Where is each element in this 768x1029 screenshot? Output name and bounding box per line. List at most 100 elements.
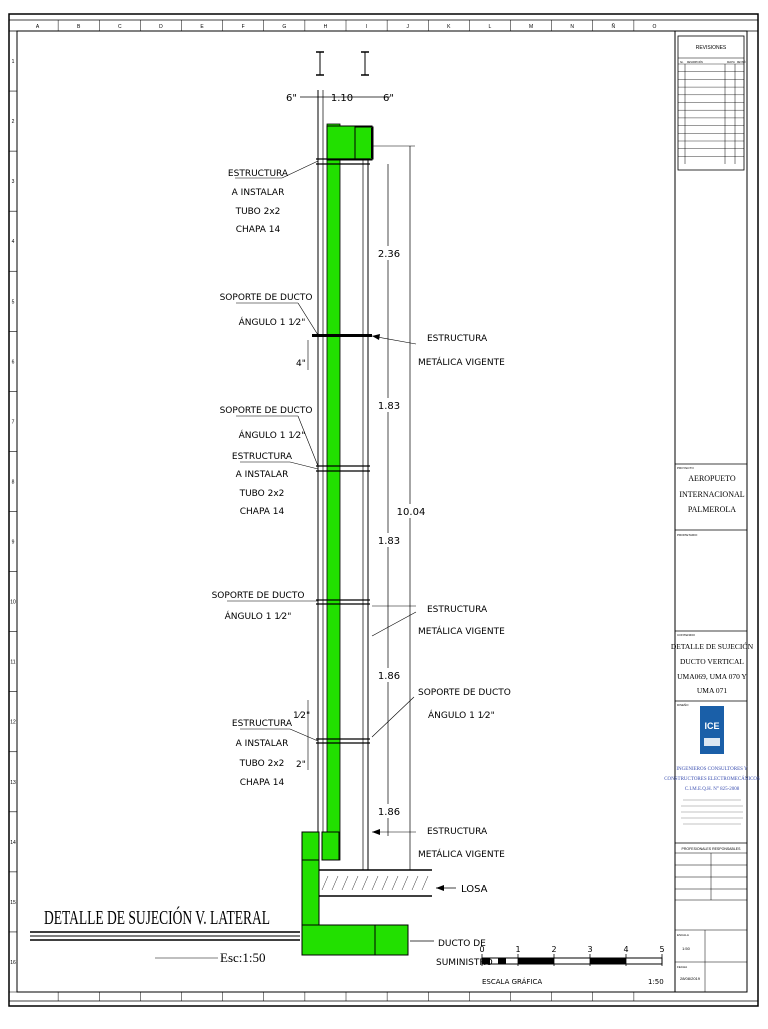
grid-row-10: 10 (10, 600, 16, 606)
duct-supports (312, 158, 372, 744)
dim-2-36: 2.36 (378, 249, 400, 260)
grid-row-13: 13 (10, 780, 16, 786)
grid-column-N: N (570, 24, 574, 30)
grid-row-11: 11 (10, 660, 15, 666)
company-logo: ICE (700, 706, 724, 754)
dim-2-inch: 2" (296, 760, 306, 770)
scale-ratio: 1:50 (648, 978, 664, 986)
left-callouts: ESTRUCTURA A INSTALAR TUBO 2x2 CHAPA 14 … (212, 160, 319, 788)
grid-column-I: I (366, 24, 367, 30)
firm-line-3: C.I.M.E.Q.H. N° 825-2008 (685, 787, 740, 792)
revisions-title: REVISIONES (696, 45, 727, 51)
rev-header-checked: REVISÓ (737, 61, 746, 64)
callout-2-line-1: SOPORTE DE DUCTO (220, 293, 313, 303)
contenido-line-1: DETALLE DE SUJECIÓN (671, 641, 754, 651)
callout-4-line-4: CHAPA 14 (240, 507, 285, 517)
callout-r4-line-2: METÁLICA VIGENTE (418, 848, 505, 860)
contenido-line-3: UMA069, UMA 070 Y (677, 672, 747, 681)
grid-row-14: 14 (10, 840, 16, 846)
diseno-label: DISEÑO (677, 702, 689, 707)
grid-row-15: 15 (10, 900, 16, 906)
callout-6-line-3: TUBO 2x2 (239, 759, 285, 769)
grid-row-8: 8 (12, 479, 15, 485)
proyecto-line-3: PALMEROLA (688, 505, 736, 514)
structural-columns (317, 90, 369, 870)
duct-detail: 6" 1.10 6" 2.36 1.83 1.83 1.86 1.86 10.0… (30, 51, 665, 986)
callout-r3-line-2: ÁNGULO 1 1⁄2" (428, 709, 495, 721)
callout-5-line-2: ÁNGULO 1 1⁄2" (225, 610, 292, 622)
callout-r4-line-1: ESTRUCTURA (427, 827, 488, 837)
grid-row-12: 12 (10, 720, 16, 726)
grid-row-6: 6 (12, 359, 15, 365)
callout-r2-line-2: METÁLICA VIGENTE (418, 625, 505, 637)
contenido-line-4: UMA 071 (697, 686, 727, 695)
duct-through-slab (301, 859, 320, 931)
callout-6-line-4: CHAPA 14 (240, 778, 285, 788)
supply-duct-line-2: SUMINISTRO (436, 958, 493, 968)
logo-text: ICE (704, 721, 719, 731)
grid-column-H: H (324, 24, 328, 30)
supply-duct-horizontal (301, 924, 409, 956)
scale-tick-2: 2 (551, 945, 556, 954)
scale-tick-3: 3 (587, 945, 592, 954)
escala-label: ESCALA (677, 933, 689, 937)
callout-4-line-3: TUBO 2x2 (239, 489, 285, 499)
grid-row-1: 1 (12, 59, 15, 65)
dim-total-10-04: 10.04 (397, 507, 426, 518)
proyecto-line-1: AEROPUETO (688, 474, 736, 483)
callout-5-line-1: SOPORTE DE DUCTO (212, 591, 305, 601)
grid-row-2: 2 (12, 119, 15, 125)
grid-column-J: J (406, 24, 409, 30)
base-clip-left (301, 831, 320, 861)
firm-line-1: INGENIEROS CONSULTORES Y (676, 767, 748, 772)
grid-column-L: L (489, 24, 492, 30)
grid-column-F: F (242, 24, 245, 30)
callout-2-line-2: ÁNGULO 1 1⁄2" (239, 316, 306, 328)
callout-r3-line-1: SOPORTE DE DUCTO (418, 688, 511, 698)
dim-top-left: 6" (286, 93, 297, 104)
grid-column-Ñ: Ñ (612, 23, 616, 30)
callout-3-line-2: ÁNGULO 1 1⁄2" (239, 429, 306, 441)
dim-half-inch: 1⁄2" (293, 711, 310, 721)
callout-6-line-2: A INSTALAR (236, 739, 289, 749)
revision-rows (678, 63, 744, 157)
losa-label: LOSA (461, 884, 488, 895)
grid-column-E: E (200, 24, 204, 30)
callout-4-line-2: A INSTALAR (236, 470, 289, 480)
grid-row-9: 9 (12, 540, 15, 546)
scale-tick-5: 5 (659, 945, 664, 954)
slab (316, 869, 432, 897)
dim-1-86-b: 1.86 (378, 807, 400, 818)
callout-4-line-1: ESTRUCTURA (232, 452, 293, 462)
scale-tick-1: 1 (515, 945, 520, 954)
right-callouts: ESTRUCTURA METÁLICA VIGENTE ESTRUCTURA M… (371, 334, 511, 968)
revisions-table (677, 35, 745, 171)
detail-scale: Esc:1:50 (220, 950, 266, 965)
firm-line-2: CONSTRUCTORES ELECTROMECÁNICOS (664, 776, 760, 782)
callout-r1-line-2: METÁLICA VIGENTE (418, 356, 505, 368)
grid-row-3: 3 (12, 179, 15, 185)
outer-frame (8, 13, 759, 1007)
fecha-value: 28/08/2019 (680, 976, 701, 981)
callout-1-line-3: TUBO 2x2 (235, 207, 281, 217)
callout-1-line-1: ESTRUCTURA (228, 169, 289, 179)
dim-top-right: 6" (383, 93, 394, 104)
supply-duct-line-1: DUCTO DE (438, 939, 486, 949)
grid-column-O: O (652, 24, 656, 30)
grid-column-C: C (118, 24, 122, 30)
grid-column-M: M (529, 24, 533, 30)
callout-6-line-1: ESTRUCTURA (232, 719, 293, 729)
fecha-label: FECHA (677, 965, 687, 969)
dim-1-83-a: 1.83 (378, 401, 400, 412)
escala-value: 1:50 (682, 946, 691, 951)
column-stubs (316, 51, 369, 76)
signature-grid (675, 853, 747, 901)
scale-label: ESCALA GRÁFICA (482, 977, 542, 986)
grid-column-D: D (159, 24, 163, 30)
grid-row-16: 16 (10, 960, 16, 966)
